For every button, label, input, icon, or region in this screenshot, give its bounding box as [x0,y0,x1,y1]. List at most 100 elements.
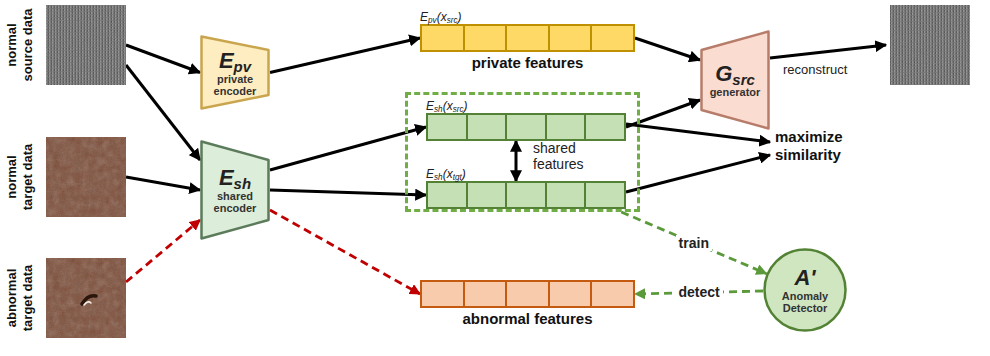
sample-image [46,5,126,85]
trapezoid-shape [702,32,769,129]
detector-circle: A'Anomaly Detector [763,248,847,332]
feature-label: Esh(xtgt) [426,167,626,181]
texture-noise [890,5,970,85]
feature-vector: Esh(xsrc) [426,99,626,141]
feature-cells [426,113,626,141]
texture-noise [46,5,126,85]
feature-cell [545,115,585,139]
subscript: sh [234,175,251,192]
shape-label: Anomaly Detector [769,290,841,314]
subscript: pv [234,58,251,75]
encoder-trapezoid: Eshshared encoder [200,140,270,240]
connector [126,65,200,160]
feature-label: abnormal features [420,310,635,328]
reconstruct-arrow [770,45,886,58]
input-label: normal target data [4,138,36,216]
shape-content: Gsrcgenerator [700,30,770,130]
symbol-text: A' [794,266,815,290]
connector [270,38,420,73]
texture-image [46,258,126,338]
feature-group: shared features Esh(xsrc) Esh(xtgt) [405,92,640,212]
feature-cells [420,280,635,308]
feature-cells [420,24,635,52]
shape-content: Eshshared encoder [200,140,270,240]
feature-cells [426,181,626,209]
feature-label: private features [420,54,635,72]
defect-highlight [84,302,91,305]
label-rotator: normal target data [3,138,37,216]
feature-cell [590,282,633,306]
subscript: sh [434,105,443,114]
feature-cell [422,26,463,50]
texture-noise [46,137,126,217]
feature-cell [463,26,506,50]
trapezoid-shape [202,142,269,239]
subscript: src [447,16,458,25]
feature-cell [428,115,466,139]
encoder-trapezoid: Epvprivate encoder [200,35,270,110]
generator-trapezoid: Gsrcgenerator [700,30,770,130]
texture-image [46,137,126,217]
feature-cell [466,115,506,139]
annotation: maximize similarity [775,128,880,164]
shape-content: A'Anomaly Detector [763,248,847,332]
input-sample: normal target data [4,137,129,217]
subscript: src [732,71,754,88]
feature-label: Esh(xsrc) [426,99,626,113]
connector [126,177,200,190]
feature-cell [548,26,591,50]
symbol-text: Gsrc [715,62,755,86]
subscript: tgt [453,173,462,182]
texture-image [46,5,126,85]
reconstructed-image [890,5,970,85]
feature-cell [505,282,548,306]
group-label: shared features [533,140,627,172]
label-rotator: normal source data [3,6,37,84]
trapezoid-shape [202,37,269,109]
connector [515,141,518,181]
feature-cell [505,115,545,139]
shape-label: private encoder [206,73,264,97]
feature-cell [584,115,624,139]
connector [126,220,200,282]
feature-label: Epv(xsrc) [420,10,635,24]
fabric-texture [890,5,970,85]
defect-scratch [82,296,96,304]
connector [270,210,420,294]
texture-grain [46,137,126,217]
subscript: pv [428,16,437,25]
connector [621,212,766,274]
feature-cell [505,183,545,207]
similarity-arrow [626,124,770,142]
annotation: reconstruct [783,62,878,78]
feature-vector: Epv(xsrc) private features [420,10,635,72]
input-sample: abnormal target data [4,258,129,338]
input-label: abnormal target data [4,259,36,337]
connector [635,38,700,60]
feature-cell [422,282,463,306]
texture-grain [46,258,126,338]
sample-image [46,258,126,338]
leather-texture [46,258,126,338]
subscript: src [453,105,464,114]
input-sample: normal source data [4,5,129,85]
shape-label: shared encoder [206,190,264,214]
circle-shape [765,250,846,331]
input-label: normal source data [4,6,36,84]
feature-vector: abnormal features [420,280,635,328]
feature-cell [590,26,633,50]
shape-content: Epvprivate encoder [200,35,270,110]
feature-cell [463,282,506,306]
leather-texture [46,137,126,217]
texture-noise [46,258,126,338]
label-rotator: abnormal target data [3,259,37,337]
sample-image [46,137,126,217]
symbol-text: Esh [219,166,251,190]
edge-label: train [676,235,712,251]
feature-cell [428,183,466,207]
similarity-arrow [626,155,770,192]
feature-cell [466,183,506,207]
feature-cell [548,282,591,306]
